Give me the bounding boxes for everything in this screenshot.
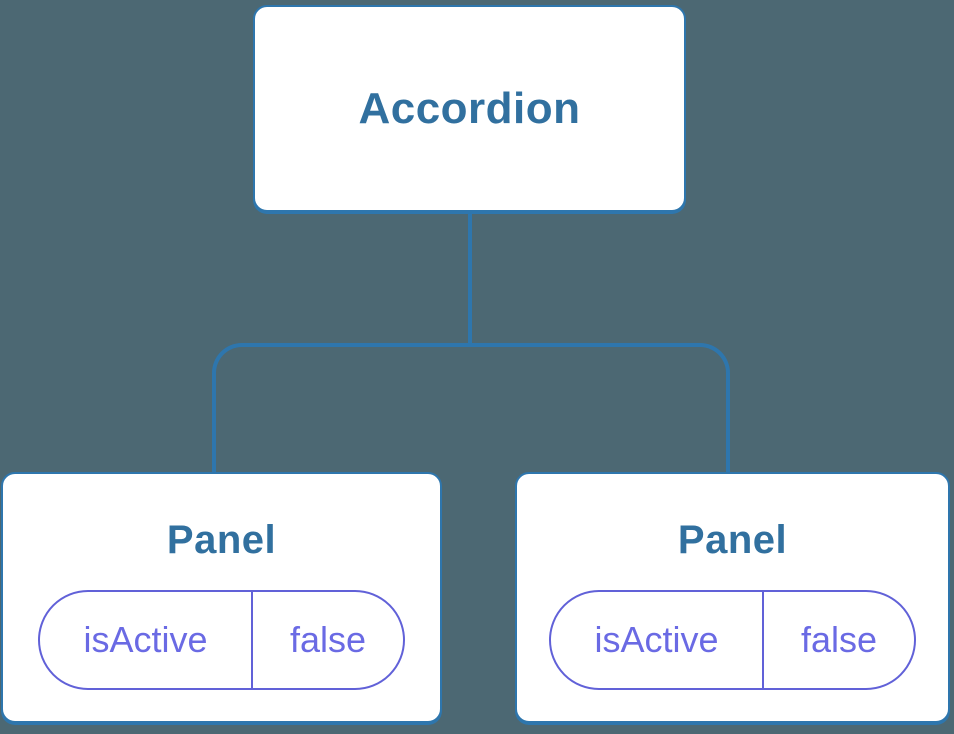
tree-node-panel-2: Panel isActive false [515,472,950,723]
prop-value-2: false [800,619,878,660]
node-label-panel-2: Panel [677,518,788,562]
connector-branch [212,343,730,473]
prop-name-2: isActive [551,592,764,688]
prop-value-1: false [289,619,367,660]
prop-name-1: isActive [40,592,253,688]
prop-badge-2: isActive false [549,590,916,690]
node-label-accordion: Accordion [358,83,581,133]
tree-node-accordion: Accordion [253,5,686,212]
connector-stem [468,211,472,345]
tree-node-panel-1: Panel isActive false [1,472,442,723]
prop-badge-1: isActive false [38,590,405,690]
node-label-panel-1: Panel [166,518,277,562]
